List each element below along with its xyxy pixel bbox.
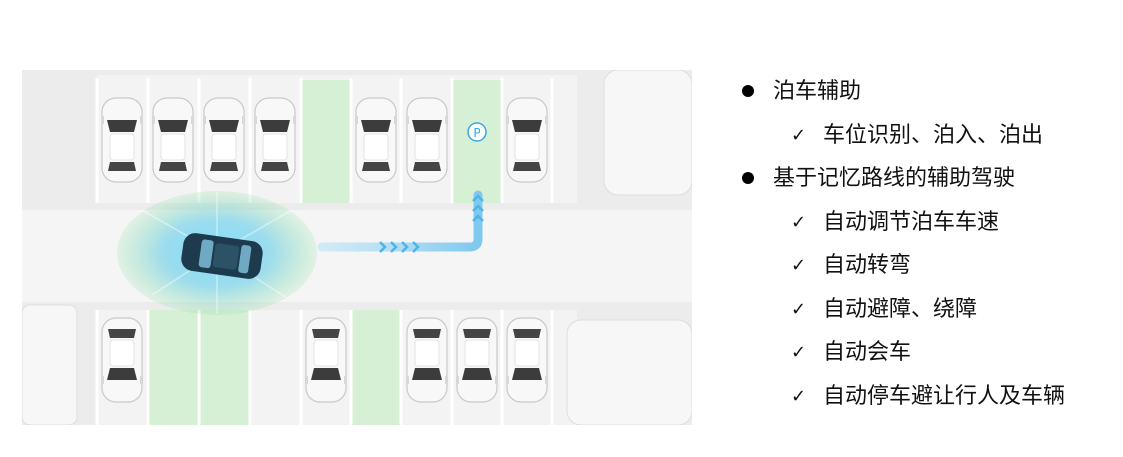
parked-car (405, 97, 449, 183)
feature-subtext: 自动避障、绕障 (823, 296, 978, 322)
parked-car (202, 97, 246, 183)
parking-illustration: P (22, 70, 692, 425)
parked-car (505, 317, 549, 403)
check-mark-icon: ✓ (791, 298, 807, 320)
feature-subitem: ✓ 自动调节泊车车速 (741, 201, 1111, 245)
feature-subtext: 车位识别、泊入、泊出 (823, 122, 1044, 148)
route-arrows (379, 194, 484, 253)
feature-subtext: 自动会车 (823, 340, 912, 365)
parked-car (253, 97, 297, 183)
feature-subitem: ✓ 自动会车 (741, 331, 1111, 375)
check-mark-icon: ✓ (791, 255, 807, 276)
feature-subtext: 自动转弯 (823, 253, 912, 278)
check-mark-icon: ✓ (791, 211, 807, 233)
parked-car (505, 97, 549, 183)
parking-sign-icon (467, 122, 487, 142)
feature-item: 泊车辅助 (741, 70, 1111, 114)
feature-item: 基于记忆路线的辅助驾驶 (741, 157, 1111, 201)
parked-car (354, 97, 398, 183)
check-mark-icon: ✓ (791, 385, 807, 407)
parked-car (405, 317, 449, 403)
bullet-dot-icon (742, 85, 754, 97)
feature-subitem: ✓ 自动停车避让行人及车辆 (741, 375, 1111, 419)
feature-subitem: ✓ 自动避障、绕障 (741, 288, 1111, 332)
parked-car (100, 97, 144, 183)
parking-sign-label: P (473, 126, 480, 140)
feature-text: 基于记忆路线的辅助驾驶 (773, 166, 1016, 191)
check-mark-icon: ✓ (791, 124, 807, 146)
feature-list: 泊车辅助 ✓ 车位识别、泊入、泊出 基于记忆路线的辅助驾驶 ✓ 自动调节泊车车速… (741, 70, 1111, 418)
feature-subtext: 自动调节泊车车速 (823, 209, 1000, 235)
check-mark-icon: ✓ (791, 342, 807, 363)
feature-text: 泊车辅助 (773, 79, 862, 104)
feature-subitem: ✓ 自动转弯 (741, 244, 1111, 288)
feature-subtext: 自动停车避让行人及车辆 (823, 383, 1066, 409)
parked-car (455, 317, 499, 403)
route-path (317, 190, 483, 252)
ego-car (181, 233, 263, 279)
parked-car (151, 97, 195, 183)
bullet-dot-icon (742, 172, 754, 184)
parked-car (304, 317, 348, 403)
feature-subitem: ✓ 车位识别、泊入、泊出 (741, 114, 1111, 158)
parked-car (100, 317, 144, 403)
parking-lot-svg: P (22, 70, 692, 425)
